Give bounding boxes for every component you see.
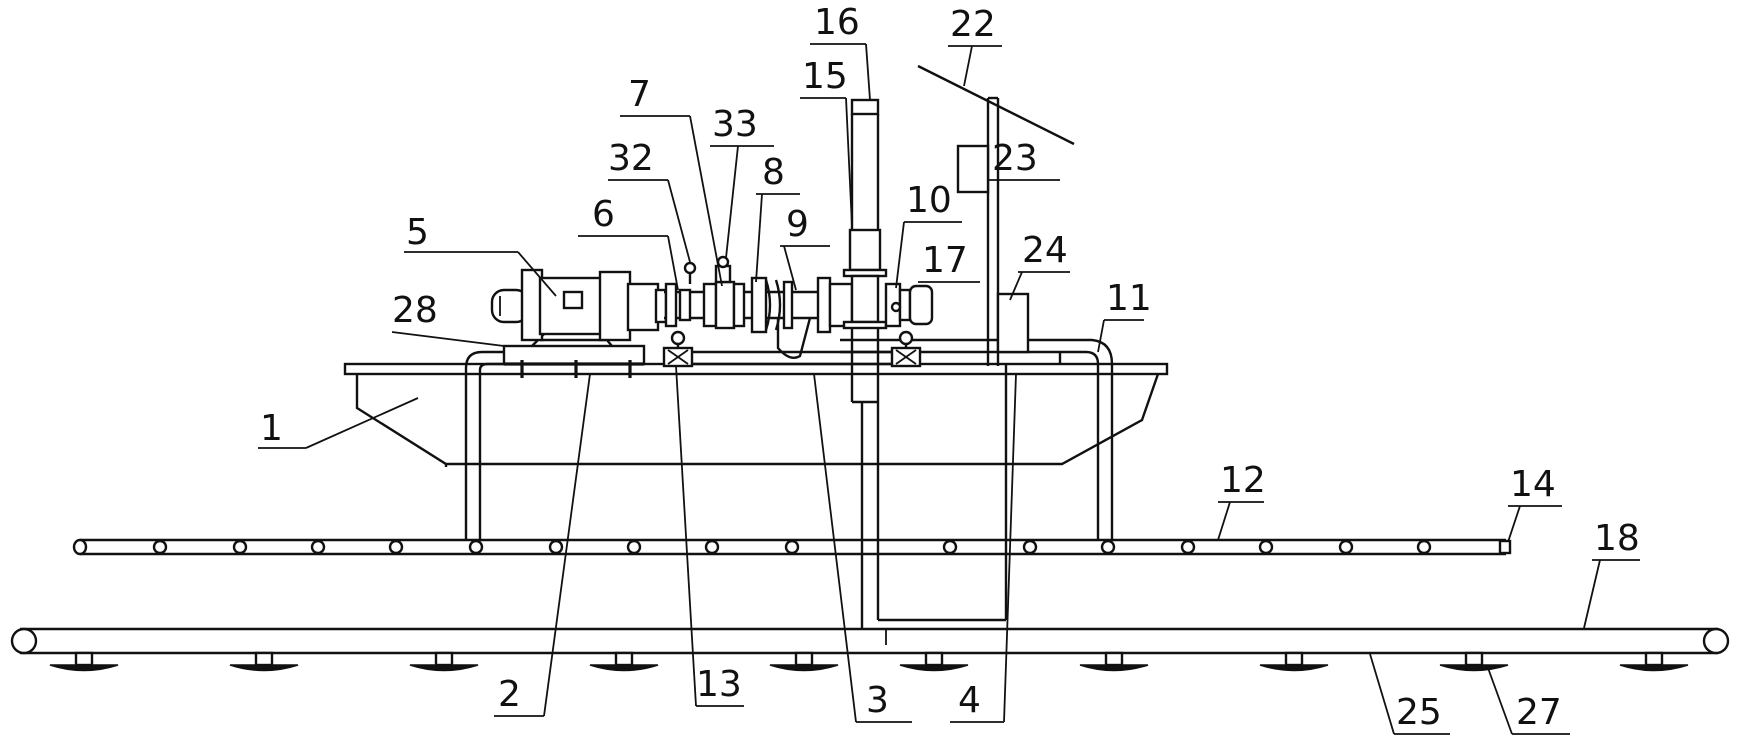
mast (917, 64, 1075, 366)
callout-1: 1 (260, 408, 283, 449)
callout-27: 27 (1516, 692, 1562, 733)
callout-23: 23 (992, 138, 1038, 179)
callout-22: 22 (950, 4, 996, 45)
callout-13: 13 (696, 664, 742, 705)
foot (229, 651, 299, 672)
callout-12: 12 (1220, 460, 1266, 501)
leader-lines (258, 43, 1640, 735)
callout-32: 32 (608, 138, 654, 179)
callout-8: 8 (762, 152, 785, 193)
callout-24: 24 (1022, 230, 1068, 271)
deck-valves (662, 330, 922, 368)
valve-right (890, 330, 922, 368)
foot (899, 651, 969, 672)
down-pipes (464, 338, 1114, 540)
bottom-pipe-assembly (10, 627, 1730, 672)
callout-6: 6 (592, 194, 615, 235)
callout-labels: 1 2 3 4 5 6 7 8 9 10 11 12 13 14 15 16 1… (260, 2, 1640, 733)
foot (1259, 651, 1329, 672)
motor (490, 268, 668, 342)
callout-11: 11 (1106, 278, 1152, 319)
foot (49, 651, 119, 672)
foot (769, 651, 839, 672)
pipe-feet (49, 651, 1689, 672)
callout-4: 4 (958, 680, 981, 721)
callout-16: 16 (814, 2, 860, 43)
foot (1079, 651, 1149, 672)
callout-33: 33 (712, 104, 758, 145)
callout-28: 28 (392, 290, 438, 331)
callout-15: 15 (802, 56, 848, 97)
spray-pipe (72, 538, 1512, 556)
hull (343, 362, 1169, 467)
callout-14: 14 (1510, 464, 1556, 505)
foot (589, 651, 659, 672)
callout-10: 10 (906, 180, 952, 221)
vertical-column (842, 98, 1008, 645)
callout-18: 18 (1594, 518, 1640, 559)
callout-9: 9 (786, 204, 809, 245)
valve-left (662, 330, 694, 368)
callout-5: 5 (406, 212, 429, 253)
callout-3: 3 (866, 680, 889, 721)
foot (409, 651, 479, 672)
callout-2: 2 (498, 674, 521, 715)
callout-25: 25 (1396, 692, 1442, 733)
pump-pipe-train (664, 255, 854, 359)
foot (1439, 651, 1509, 672)
callout-17: 17 (922, 240, 968, 281)
callout-7: 7 (628, 74, 651, 115)
nozzles (152, 539, 1432, 555)
foot (1619, 651, 1689, 672)
